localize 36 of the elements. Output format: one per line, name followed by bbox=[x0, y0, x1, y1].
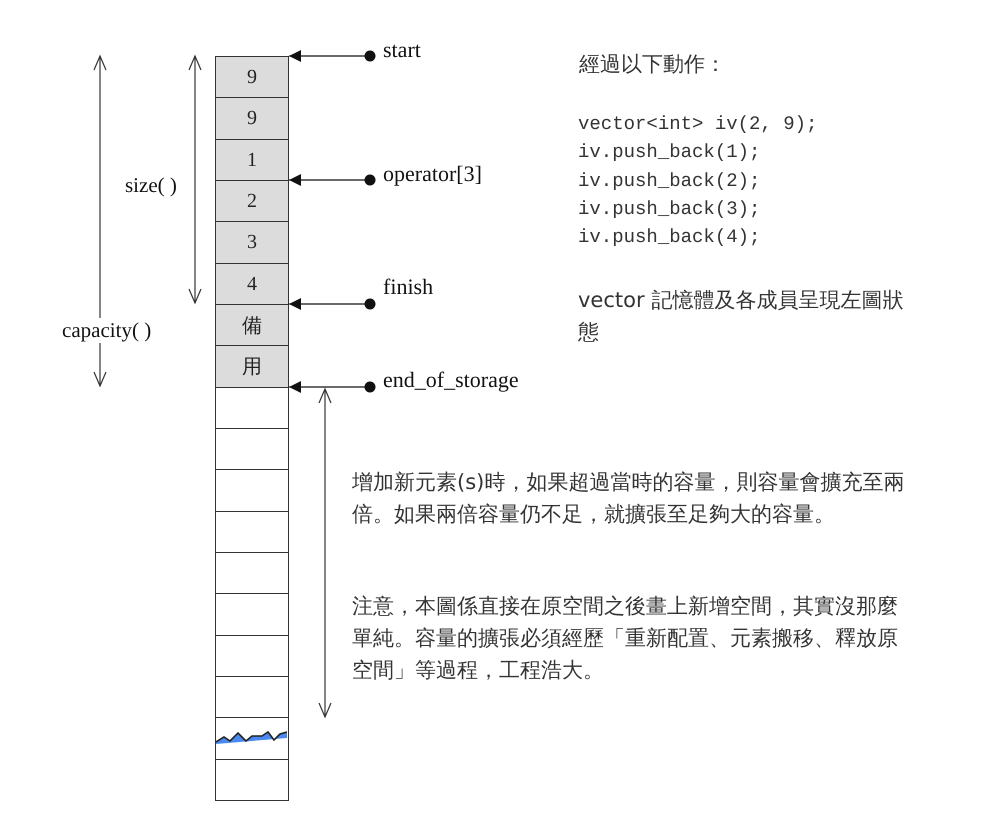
capacity-label: capacity( ) bbox=[62, 318, 152, 344]
description-text: vector 記憶體及各成員呈現左圖狀態 bbox=[578, 287, 904, 346]
element-cell: 備 bbox=[215, 304, 289, 347]
note-paragraph: 注意，本圖係直接在原空間之後畫上新增空間，其實沒那麼單純。容量的擴張必須經歷「重新配置、元素搬移、釋放原空間」等過程，工程浩大。 bbox=[352, 593, 899, 684]
pointer-arrow bbox=[289, 174, 376, 186]
heading-text: 經過以下動作： bbox=[579, 52, 726, 78]
pointer-label: end_of_storage bbox=[370, 368, 570, 394]
pointer-arrow bbox=[289, 381, 376, 393]
empty-cell bbox=[215, 386, 289, 430]
pointer-label: operator[3] bbox=[370, 162, 530, 188]
code-line: vector<int> iv(2, 9); bbox=[578, 113, 818, 136]
element-cell: 4 bbox=[215, 262, 289, 306]
element-cell: 9 bbox=[215, 97, 289, 140]
empty-cell bbox=[215, 593, 289, 636]
empty-cell bbox=[215, 676, 289, 719]
element-cell: 1 bbox=[215, 138, 289, 182]
pointer-arrow bbox=[289, 298, 376, 310]
note-paragraph: 增加新元素(s)時，如果超過當時的容量，則容量會擴充至兩倍。如果兩倍容量仍不足，就擴張至足夠大的容量。 bbox=[352, 469, 906, 528]
empty-cell bbox=[215, 634, 289, 678]
empty-cell bbox=[215, 510, 289, 554]
pointer-label: start bbox=[370, 38, 460, 64]
code-line: iv.push_back(4); bbox=[578, 226, 760, 249]
empty-cell bbox=[215, 758, 289, 802]
empty-cell bbox=[215, 428, 289, 471]
element-cell: 用 bbox=[215, 345, 289, 388]
code-line: iv.push_back(2); bbox=[578, 170, 760, 193]
omitted-cell bbox=[215, 717, 289, 760]
empty-cell bbox=[215, 552, 289, 595]
element-cell: 3 bbox=[215, 221, 289, 264]
element-cell: 2 bbox=[215, 180, 289, 223]
code-line: iv.push_back(1); bbox=[578, 141, 760, 164]
empty-cell bbox=[215, 469, 289, 512]
code-line: iv.push_back(3); bbox=[578, 198, 760, 221]
element-cell: 9 bbox=[215, 56, 289, 99]
pointer-label: finish bbox=[370, 275, 460, 301]
pointer-arrow bbox=[289, 50, 376, 62]
